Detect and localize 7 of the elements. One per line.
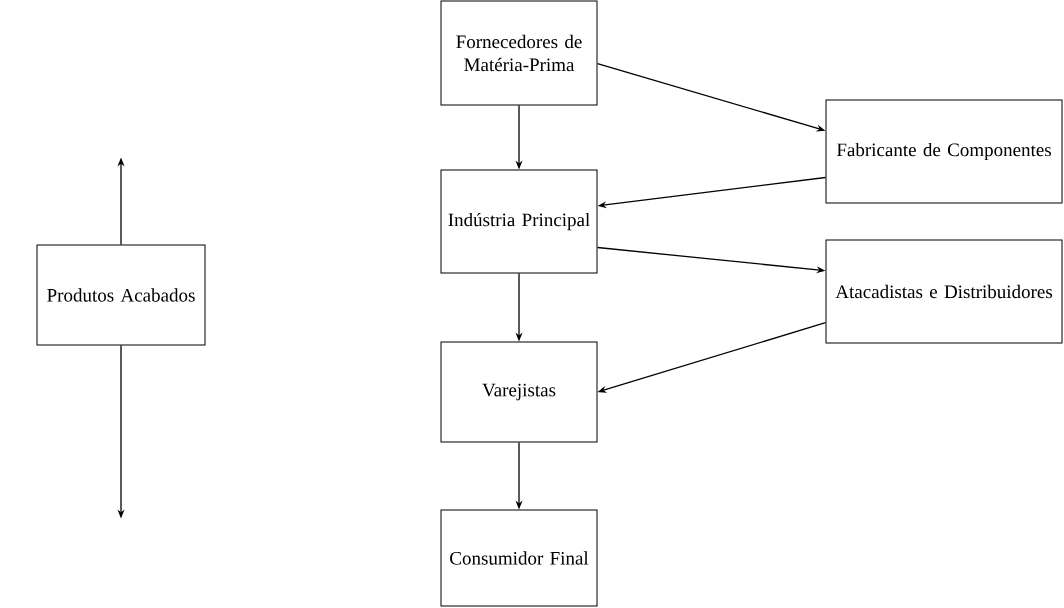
process-box: Indústria Principal [440,169,598,274]
process-box: Fabricante de Componentes [825,99,1063,204]
process-box: Fornecedores de Matéria-Prima [440,0,598,106]
process-box: Consumidor Final [440,509,598,607]
process-box: Varejistas [440,341,598,443]
process-box: Produtos Acabados [36,244,206,346]
process-box: Atacadistas e Distribuidores [825,239,1063,344]
